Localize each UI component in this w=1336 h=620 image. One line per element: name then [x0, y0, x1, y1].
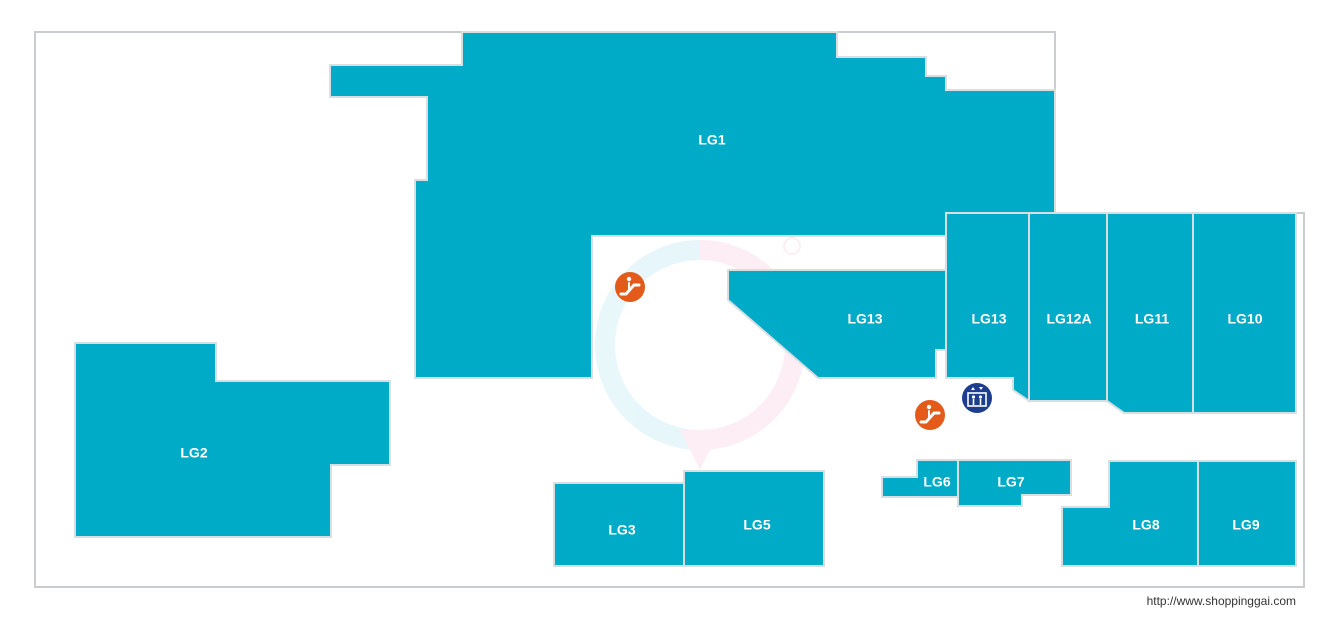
unit-lg5[interactable]: LG5 — [683, 470, 825, 567]
unit-lg12a[interactable]: LG12A — [1028, 212, 1108, 402]
unit-lg3[interactable]: LG3 — [553, 482, 685, 567]
unit-lg10[interactable]: LG10 — [1192, 212, 1297, 414]
elevator-icon[interactable] — [962, 383, 992, 413]
escalator-icon[interactable] — [615, 272, 645, 302]
escalator-icon[interactable] — [915, 400, 945, 430]
unit-lg13-east[interactable]: LG13 — [945, 212, 1030, 403]
unit-lg11[interactable]: LG11 — [1106, 212, 1194, 414]
unit-lg9[interactable]: LG9 — [1197, 460, 1297, 567]
source-url[interactable]: http://www.shoppinggai.com — [1146, 594, 1296, 608]
